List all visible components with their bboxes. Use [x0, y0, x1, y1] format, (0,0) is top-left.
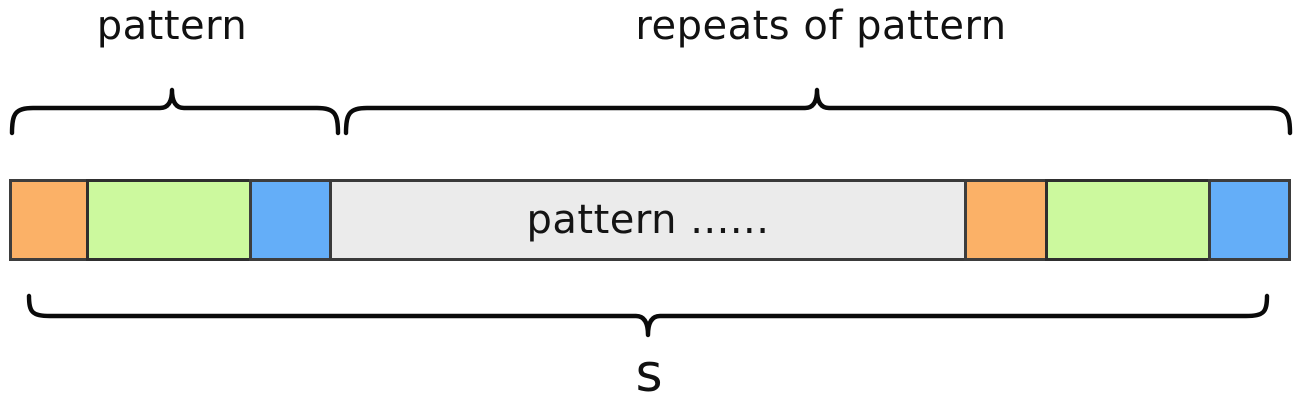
repeats-of-pattern-brace — [343, 87, 1293, 136]
bar-segment-blue-2 — [1208, 179, 1291, 261]
bar-segment-repeats-of-pattern: pattern ...... — [329, 179, 967, 261]
bar-segment-green-2 — [1045, 179, 1211, 261]
whole-string-label: s — [635, 344, 663, 404]
pattern-region-label: pattern — [96, 3, 248, 49]
bar-segment-orange-1 — [9, 179, 89, 261]
pattern-brace — [9, 87, 341, 136]
whole-string-brace — [26, 293, 1270, 338]
repeat-ellipsis-label: pattern ...... — [526, 197, 770, 243]
string-bar: pattern ...... — [9, 179, 1291, 261]
bar-segment-orange-2 — [964, 179, 1048, 261]
bar-segment-blue-1 — [249, 179, 332, 261]
repeats-of-pattern-region-label: repeats of pattern — [635, 3, 1007, 49]
bar-segment-green-1 — [86, 179, 252, 261]
